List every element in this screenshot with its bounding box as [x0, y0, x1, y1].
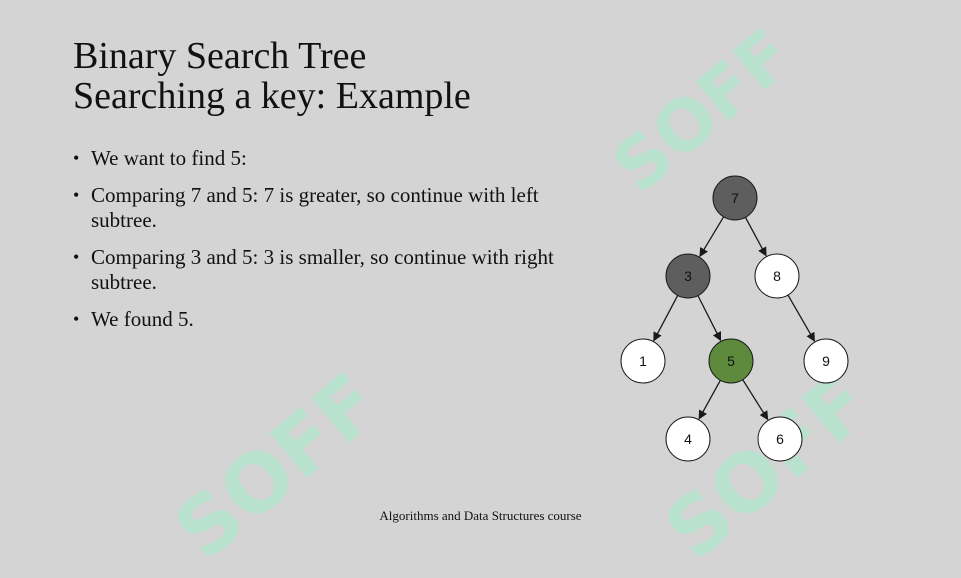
bullet-item: • Comparing 3 and 5: 3 is smaller, so con…: [73, 245, 583, 295]
tree-node-circle: [803, 338, 849, 384]
tree-node-label: 3: [684, 268, 692, 284]
bullet-text: Comparing 7 and 5: 7 is greater, so cont…: [91, 183, 539, 232]
tree-node-circle: [708, 338, 754, 384]
slide-title-line-2: Searching a key: Example: [73, 75, 471, 117]
bullet-icon: •: [73, 185, 80, 205]
bullet-list: • We want to find 5: • Comparing 7 and 5: …: [73, 146, 583, 344]
tree-edge-7-8: [744, 217, 767, 257]
tree-node-circle: [665, 416, 711, 462]
tree-node-1: 1: [620, 338, 666, 384]
bullet-icon: •: [73, 247, 80, 267]
tree-node-5: 5: [708, 338, 754, 384]
footer-text: Algorithms and Data Structures course: [379, 508, 582, 523]
bullet-text: We want to find 5:: [91, 146, 247, 170]
bullet-text: We found 5.: [91, 307, 194, 331]
tree-node-label: 1: [639, 353, 647, 369]
tree-node-circle: [665, 253, 711, 299]
bullet-item: • Comparing 7 and 5: 7 is greater, so con…: [73, 183, 583, 233]
tree-node-9: 9: [803, 338, 849, 384]
tree-node-8: 8: [754, 253, 800, 299]
tree-node-label: 4: [684, 431, 692, 447]
bullet-item: • We want to find 5:: [73, 146, 583, 171]
tree-edge-5-4: [698, 379, 721, 420]
tree-node-label: 5: [727, 353, 735, 369]
tree-node-label: 7: [731, 190, 739, 206]
tree-edge-7-3: [699, 216, 725, 258]
tree-node-label: 8: [773, 268, 781, 284]
tree-node-circle: [712, 175, 758, 221]
bullet-icon: •: [73, 309, 80, 329]
tree-node-label: 6: [776, 431, 784, 447]
bullet-text: Comparing 3 and 5: 3 is smaller, so cont…: [91, 245, 554, 294]
tree-edge-5-6: [742, 379, 769, 421]
slide-title-line-1: Binary Search Tree: [73, 35, 367, 77]
tree-node-6: 6: [757, 416, 803, 462]
tree-node-7: 7: [712, 175, 758, 221]
bst-diagram: 7 3 8 1 5 9 4 6: [620, 175, 849, 462]
tree-node-circle: [757, 416, 803, 462]
tree-node-circle: [754, 253, 800, 299]
tree-edge-8-9: [787, 294, 816, 342]
tree-node-3: 3: [665, 253, 711, 299]
slide-title: Binary Search Tree Searching a key: Exam…: [73, 36, 471, 116]
tree-edge-3-1: [653, 295, 679, 342]
tree-node-circle: [620, 338, 666, 384]
tree-node-label: 9: [822, 353, 830, 369]
bullet-icon: •: [73, 148, 80, 168]
tree-edge-3-5: [697, 295, 722, 342]
bullet-item: • We found 5.: [73, 307, 583, 332]
tree-node-4: 4: [665, 416, 711, 462]
